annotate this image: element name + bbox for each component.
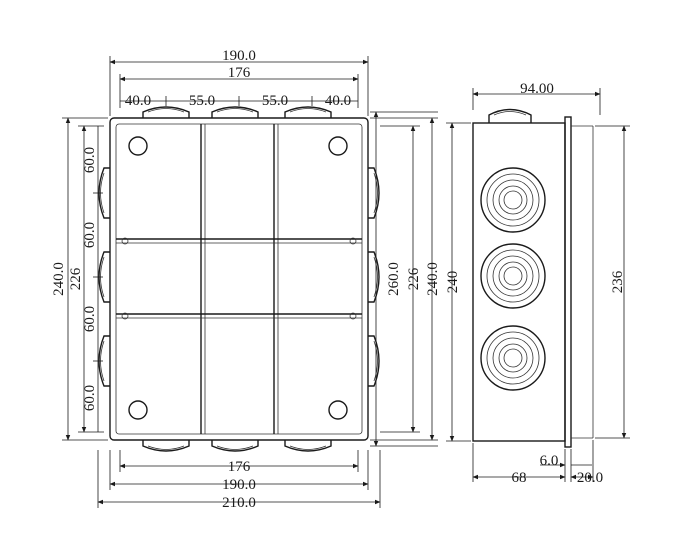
side-lid-flange: [564, 116, 572, 448]
corner-screw-holes: [128, 136, 348, 420]
bottom-knockouts: [142, 440, 332, 452]
dim-side-flange: 6.0: [540, 453, 559, 469]
side-dimension-labels: 94.00 240 236 6.0 68 20.0: [445, 81, 626, 486]
side-top-knockout: [488, 108, 532, 123]
front-bottom-dimensions: [97, 450, 381, 508]
front-dimension-labels: 190.0 176 40.0 55.0 55.0 40.0 240.0 226 …: [51, 48, 441, 511]
dim-left-seg-1: 60.0: [82, 147, 98, 173]
front-body-inner: [115, 123, 363, 435]
dim-top-overall: 190.0: [222, 48, 256, 64]
dim-bottom-inner: 176: [228, 459, 251, 475]
dim-bottom-body: 190.0: [222, 477, 256, 493]
front-view: 190.0 176 40.0 55.0 55.0 40.0 240.0 226 …: [51, 48, 441, 511]
side-body-outline: [472, 122, 566, 442]
dim-side-lid-depth: 20.0: [577, 470, 603, 486]
dim-side-lid-height: 236: [610, 270, 626, 293]
dim-bottom-overall: 210.0: [222, 495, 256, 511]
side-dimension-lines: [446, 88, 630, 482]
dim-side-height: 240: [445, 271, 461, 294]
right-knockouts: [368, 167, 380, 387]
top-knockouts: [142, 106, 332, 118]
front-left-dimensions: [62, 117, 108, 441]
side-view: 94.00 240 236 6.0 68 20.0: [445, 81, 630, 486]
dim-left-seg-3: 60.0: [82, 306, 98, 332]
dim-right-inner: 226: [406, 267, 422, 290]
dim-side-base-depth: 68: [512, 470, 527, 486]
front-top-dimensions: [109, 56, 369, 116]
side-cable-glands: [480, 167, 546, 391]
dim-top-inner: 176: [228, 65, 251, 81]
dim-right-outer: 260.0: [386, 262, 402, 296]
dim-top-seg-3: 55.0: [262, 93, 288, 109]
dim-right-body: 240.0: [425, 262, 441, 296]
dim-left-seg-4: 60.0: [82, 385, 98, 411]
dim-top-seg-4: 40.0: [325, 93, 351, 109]
dim-side-depth: 94.00: [520, 81, 554, 97]
compartment-ribs: [116, 124, 362, 434]
dim-left-overall: 240.0: [51, 262, 67, 296]
dim-left-inner: 226: [68, 267, 84, 290]
dim-left-seg-2: 60.0: [82, 222, 98, 248]
dim-top-seg-2: 55.0: [189, 93, 215, 109]
front-body-outline: [109, 117, 369, 441]
dim-top-seg-1: 40.0: [125, 93, 151, 109]
front-right-dimensions: [370, 111, 438, 447]
